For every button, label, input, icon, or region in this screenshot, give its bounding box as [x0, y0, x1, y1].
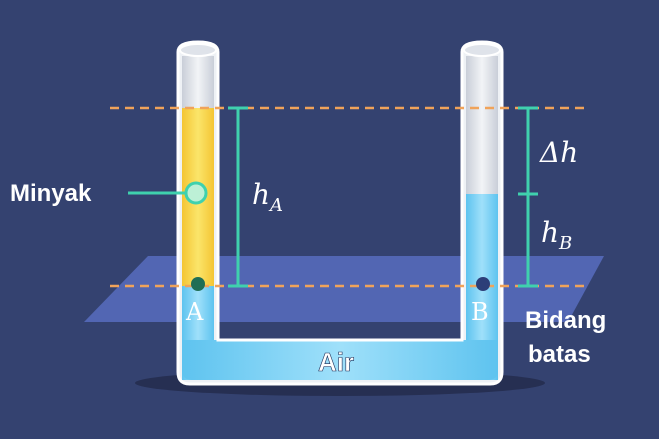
h-b-main: h: [541, 216, 559, 249]
right-arm-inner: [466, 56, 498, 196]
water-label: Air: [318, 347, 354, 377]
right-rim: [463, 43, 501, 57]
oil-pointer-circle: [184, 181, 208, 205]
plane-label-line1: Bidang: [525, 307, 606, 334]
plane-label-line2: batas: [528, 341, 591, 368]
point-a-dot: [191, 277, 205, 291]
left-rim: [179, 43, 217, 57]
delta-h-label: Δh: [539, 136, 578, 169]
point-b-label: B: [471, 298, 489, 326]
h-b-label: hB: [541, 216, 572, 254]
u-tube-glass: [176, 40, 504, 386]
h-a-label: hA: [252, 178, 283, 216]
h-a-sub: A: [268, 195, 283, 216]
h-b-sub: B: [558, 233, 572, 254]
u-tube-inner-wall: [216, 286, 464, 342]
h-a-main: h: [252, 178, 270, 211]
oil-label: Minyak: [10, 180, 92, 207]
water-bottom: [182, 340, 498, 380]
point-a-label: A: [185, 298, 204, 326]
point-b-dot: [476, 277, 490, 291]
